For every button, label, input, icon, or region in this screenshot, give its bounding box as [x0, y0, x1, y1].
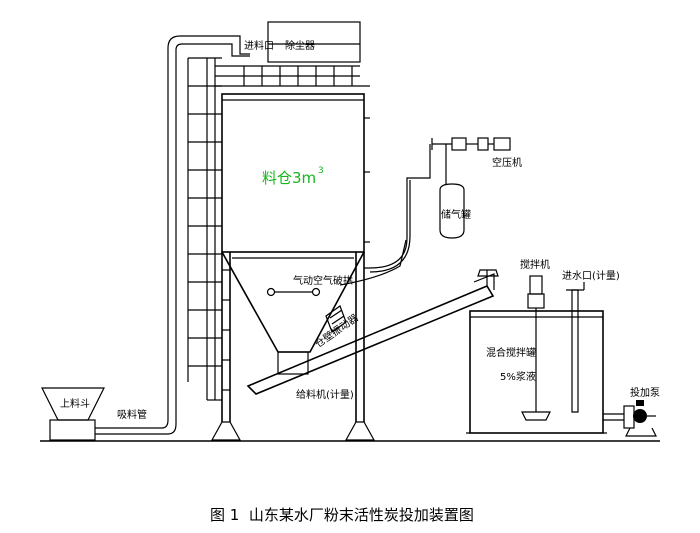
mixing-tank: 混合搅拌罐 5%浆液	[466, 310, 607, 434]
silo: 料仓3m 3	[221, 93, 370, 375]
silo-legs	[210, 252, 376, 441]
suction-pipe: 吸料管	[95, 35, 250, 435]
bin-vibrator: 仓壁振动器	[312, 305, 361, 350]
mixing-tank-label: 混合搅拌罐	[486, 346, 536, 359]
screw-feeder: 给料机(计量)	[246, 269, 499, 401]
mixing-tank-sublabel: 5%浆液	[500, 370, 536, 383]
dust-collector: 进料口 除尘器	[244, 21, 361, 63]
screw-feeder-label: 给料机(计量)	[296, 388, 354, 401]
mixer-label: 搅拌机	[520, 258, 550, 271]
silo-superscript: 3	[318, 166, 324, 176]
water-inlet-label: 进水口(计量)	[562, 269, 620, 282]
dosing-pump: 投加泵	[603, 386, 660, 437]
air-compressor-label: 空压机	[492, 156, 522, 169]
feed-hopper: 上料斗	[41, 387, 105, 441]
figure-caption: 图 1 山东某水厂粉末活性炭投加装置图	[210, 506, 474, 524]
water-inlet: 进水口(计量)	[562, 269, 620, 413]
air-tank: 储气罐	[364, 144, 471, 273]
pneumatic-arch-breaker: 气动空气破拱	[266, 239, 407, 297]
feed-inlet-label: 进料口	[244, 39, 274, 52]
air-tank-label: 储气罐	[441, 208, 471, 221]
dosing-pump-label: 投加泵	[630, 386, 660, 399]
hopper-label: 上料斗	[60, 397, 90, 410]
feed-pipe-label: 吸料管	[117, 408, 147, 421]
mixer: 搅拌机	[520, 258, 551, 421]
top-railing	[215, 65, 370, 87]
air-compressor: 空压机	[431, 137, 522, 169]
silo-label: 料仓3m	[262, 169, 316, 187]
ladder-tower	[187, 57, 222, 401]
dust-collector-label: 除尘器	[285, 39, 315, 52]
bin-vibrator-label: 仓壁振动器	[312, 311, 360, 350]
arch-breaker-label: 气动空气破拱	[293, 274, 353, 287]
